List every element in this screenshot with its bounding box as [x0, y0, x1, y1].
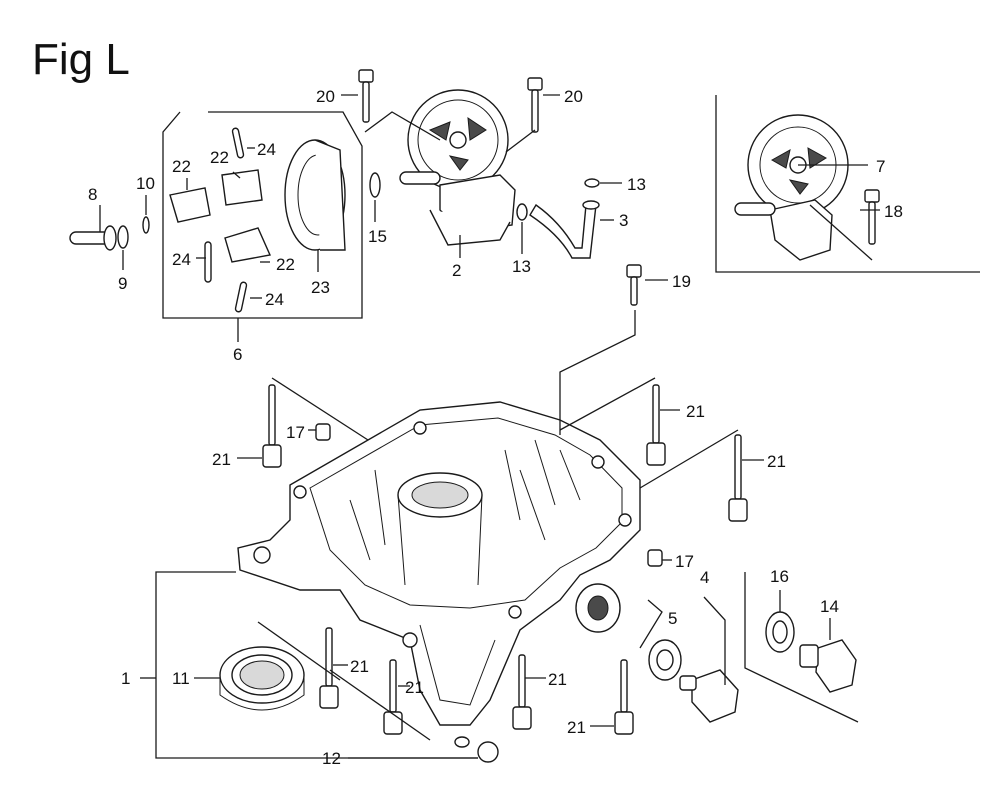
callout-19: 19: [672, 272, 691, 291]
callout-21b: 21: [686, 402, 705, 421]
callout-3: 3: [619, 211, 628, 230]
callout-12: 12: [322, 749, 341, 768]
callout-labels: 1 2 3 4 5 6 7 8 9 10 11 12 13 13 14 15 1…: [88, 87, 903, 768]
callout-16: 16: [770, 567, 789, 586]
callout-13a: 13: [627, 175, 646, 194]
callout-20b: 20: [564, 87, 583, 106]
callout-24b: 24: [172, 250, 191, 269]
governor-assembly: [69, 127, 381, 313]
callout-8: 8: [88, 185, 97, 204]
callout-22b: 22: [210, 148, 229, 167]
oil-pan: [237, 401, 641, 763]
callout-5: 5: [668, 609, 677, 628]
inset-box-drain: [744, 572, 859, 723]
callout-17b: 17: [675, 552, 694, 571]
callout-9: 9: [118, 274, 127, 293]
callout-22c: 22: [276, 255, 295, 274]
governor-assembly-bracket: [162, 111, 363, 342]
callout-21e: 21: [405, 678, 424, 697]
callout-11: 11: [172, 669, 190, 688]
callout-21g: 21: [567, 718, 586, 737]
callout-10: 10: [136, 174, 155, 193]
callout-15: 15: [368, 227, 387, 246]
oil-pump: [399, 89, 516, 246]
callout-21d: 21: [350, 657, 369, 676]
callout-17a: 17: [286, 423, 305, 442]
oil-pan-bracket: [140, 571, 478, 759]
callout-1: 1: [121, 669, 130, 688]
callout-21a: 21: [212, 450, 231, 469]
bolts: [262, 69, 880, 735]
callout-18: 18: [884, 202, 903, 221]
callout-20a: 20: [316, 87, 335, 106]
callout-14: 14: [820, 597, 839, 616]
oil-pipe: [529, 200, 600, 259]
callout-2: 2: [452, 261, 461, 280]
callout-6: 6: [233, 345, 242, 364]
figure-title: Fig L: [32, 35, 130, 84]
callout-21f: 21: [548, 670, 567, 689]
callout-7: 7: [876, 157, 885, 176]
callout-23: 23: [311, 278, 330, 297]
callout-22a: 22: [172, 157, 191, 176]
callout-24a: 24: [257, 140, 276, 159]
callout-4: 4: [700, 568, 709, 587]
oil-seal: [219, 646, 305, 711]
leader-lines: [99, 94, 880, 759]
callout-13b: 13: [512, 257, 531, 276]
inset-box: [715, 95, 980, 273]
callout-21c: 21: [767, 452, 786, 471]
oil-pump-inset: [734, 114, 849, 261]
small-parts: [315, 178, 857, 723]
callout-24c: 24: [265, 290, 284, 309]
